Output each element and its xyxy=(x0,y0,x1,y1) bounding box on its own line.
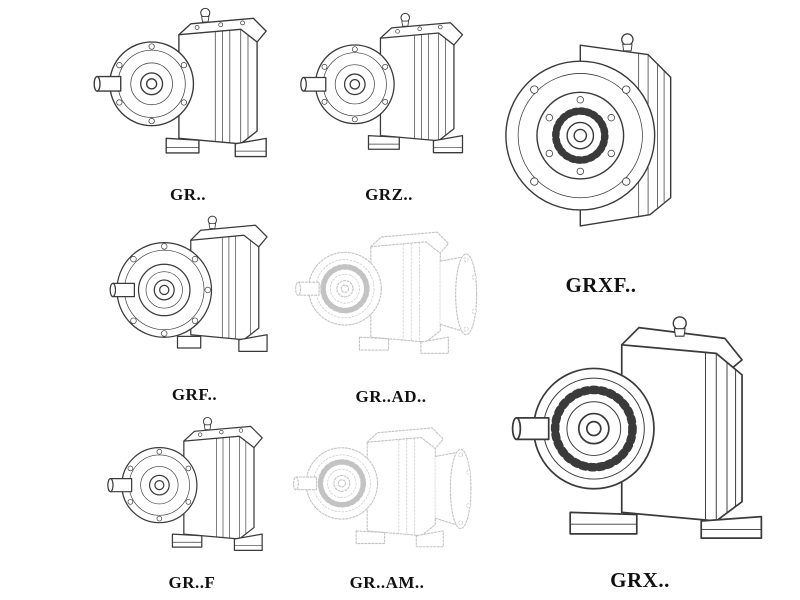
gearbox-illustration-gr-f xyxy=(107,416,263,552)
product-label-gr-ad: GR..AD.. xyxy=(355,387,427,406)
product-figure-grxf: GRXF.. xyxy=(488,2,714,300)
product-label-gr-am: GR..AM.. xyxy=(349,573,425,592)
gearbox-illustration-gr-am xyxy=(288,415,486,570)
gearbox-illustration-grx xyxy=(495,302,785,567)
product-figure-gr-ad: GR..AD.. xyxy=(290,212,492,412)
product-figure-grf: GRF.. xyxy=(92,212,297,410)
product-figure-gr: GR.. xyxy=(88,2,288,210)
gearbox-illustration-grxf xyxy=(488,2,714,272)
gearbox-illustration-gr xyxy=(93,7,267,158)
product-label-grx: GRX.. xyxy=(610,568,670,592)
product-label-gr: GR.. xyxy=(170,185,206,204)
product-figure-grz: GRZ.. xyxy=(295,2,483,210)
gearbox-illustration-grz xyxy=(300,12,464,154)
product-label-grxf: GRXF.. xyxy=(565,273,637,297)
product-label-grz: GRZ.. xyxy=(365,185,413,204)
gearbox-illustration-grf xyxy=(109,215,268,352)
product-label-gr-f: GR..F xyxy=(168,573,216,592)
product-figure-gr-am: GR..AM.. xyxy=(288,415,486,598)
product-figure-grx: GRX.. xyxy=(495,302,785,595)
product-figure-gr-f: GR..F xyxy=(92,415,292,598)
product-label-grf: GRF.. xyxy=(171,385,218,404)
gearbox-illustration-gr-ad xyxy=(290,212,492,384)
